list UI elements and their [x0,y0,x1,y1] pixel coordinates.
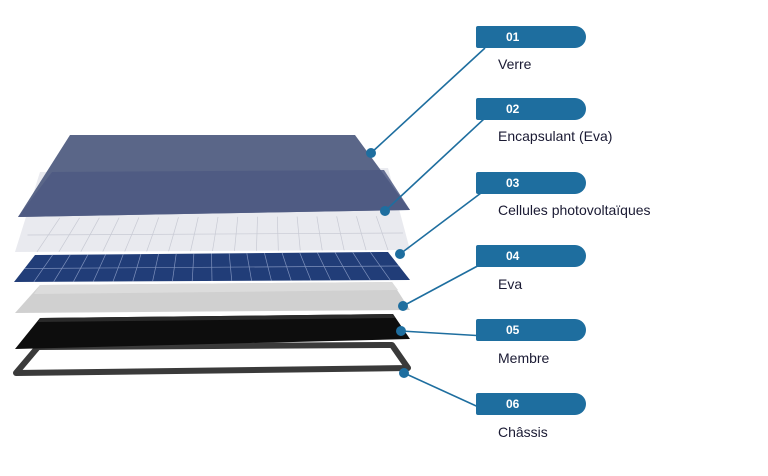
callout-badge-06: 06 [476,393,586,415]
grid-line [27,232,404,236]
callout-badge-02: 02 [476,98,586,120]
callout-label-05: Membre [498,350,550,366]
leader-dots [366,148,409,378]
frame-layer [13,342,411,376]
dot-02 [380,206,390,216]
dot-06 [399,368,409,378]
callout-badge-03: 03 [476,172,586,194]
leader-line-05 [400,330,486,337]
leader-lines [370,47,486,411]
leader-line-01 [370,47,486,154]
grid-line [24,265,400,269]
leader-line-06 [403,372,486,411]
glass-layer [18,135,410,217]
leader-line-02 [384,117,486,212]
callout-label-04: Eva [498,276,523,292]
dot-04 [398,301,408,311]
callout-badge-04: 04 [476,245,586,267]
callout-label-01: Verre [498,56,532,72]
callout-badge-01: 01 [476,26,586,48]
callout-badge-05: 05 [476,319,586,341]
callout-label-03: Cellules photovoltaïques [498,202,651,218]
dot-05 [396,326,406,336]
backsheet-layer [15,314,410,349]
eva-layer [15,282,410,313]
dot-03 [395,249,405,259]
dot-01 [366,148,376,158]
callout-label-02: Encapsulant (Eva) [498,128,613,144]
callout-label-06: Châssis [498,424,548,440]
leader-line-04 [402,261,486,307]
leader-line-03 [399,189,486,255]
photovoltaic-cells-layer [14,251,410,283]
